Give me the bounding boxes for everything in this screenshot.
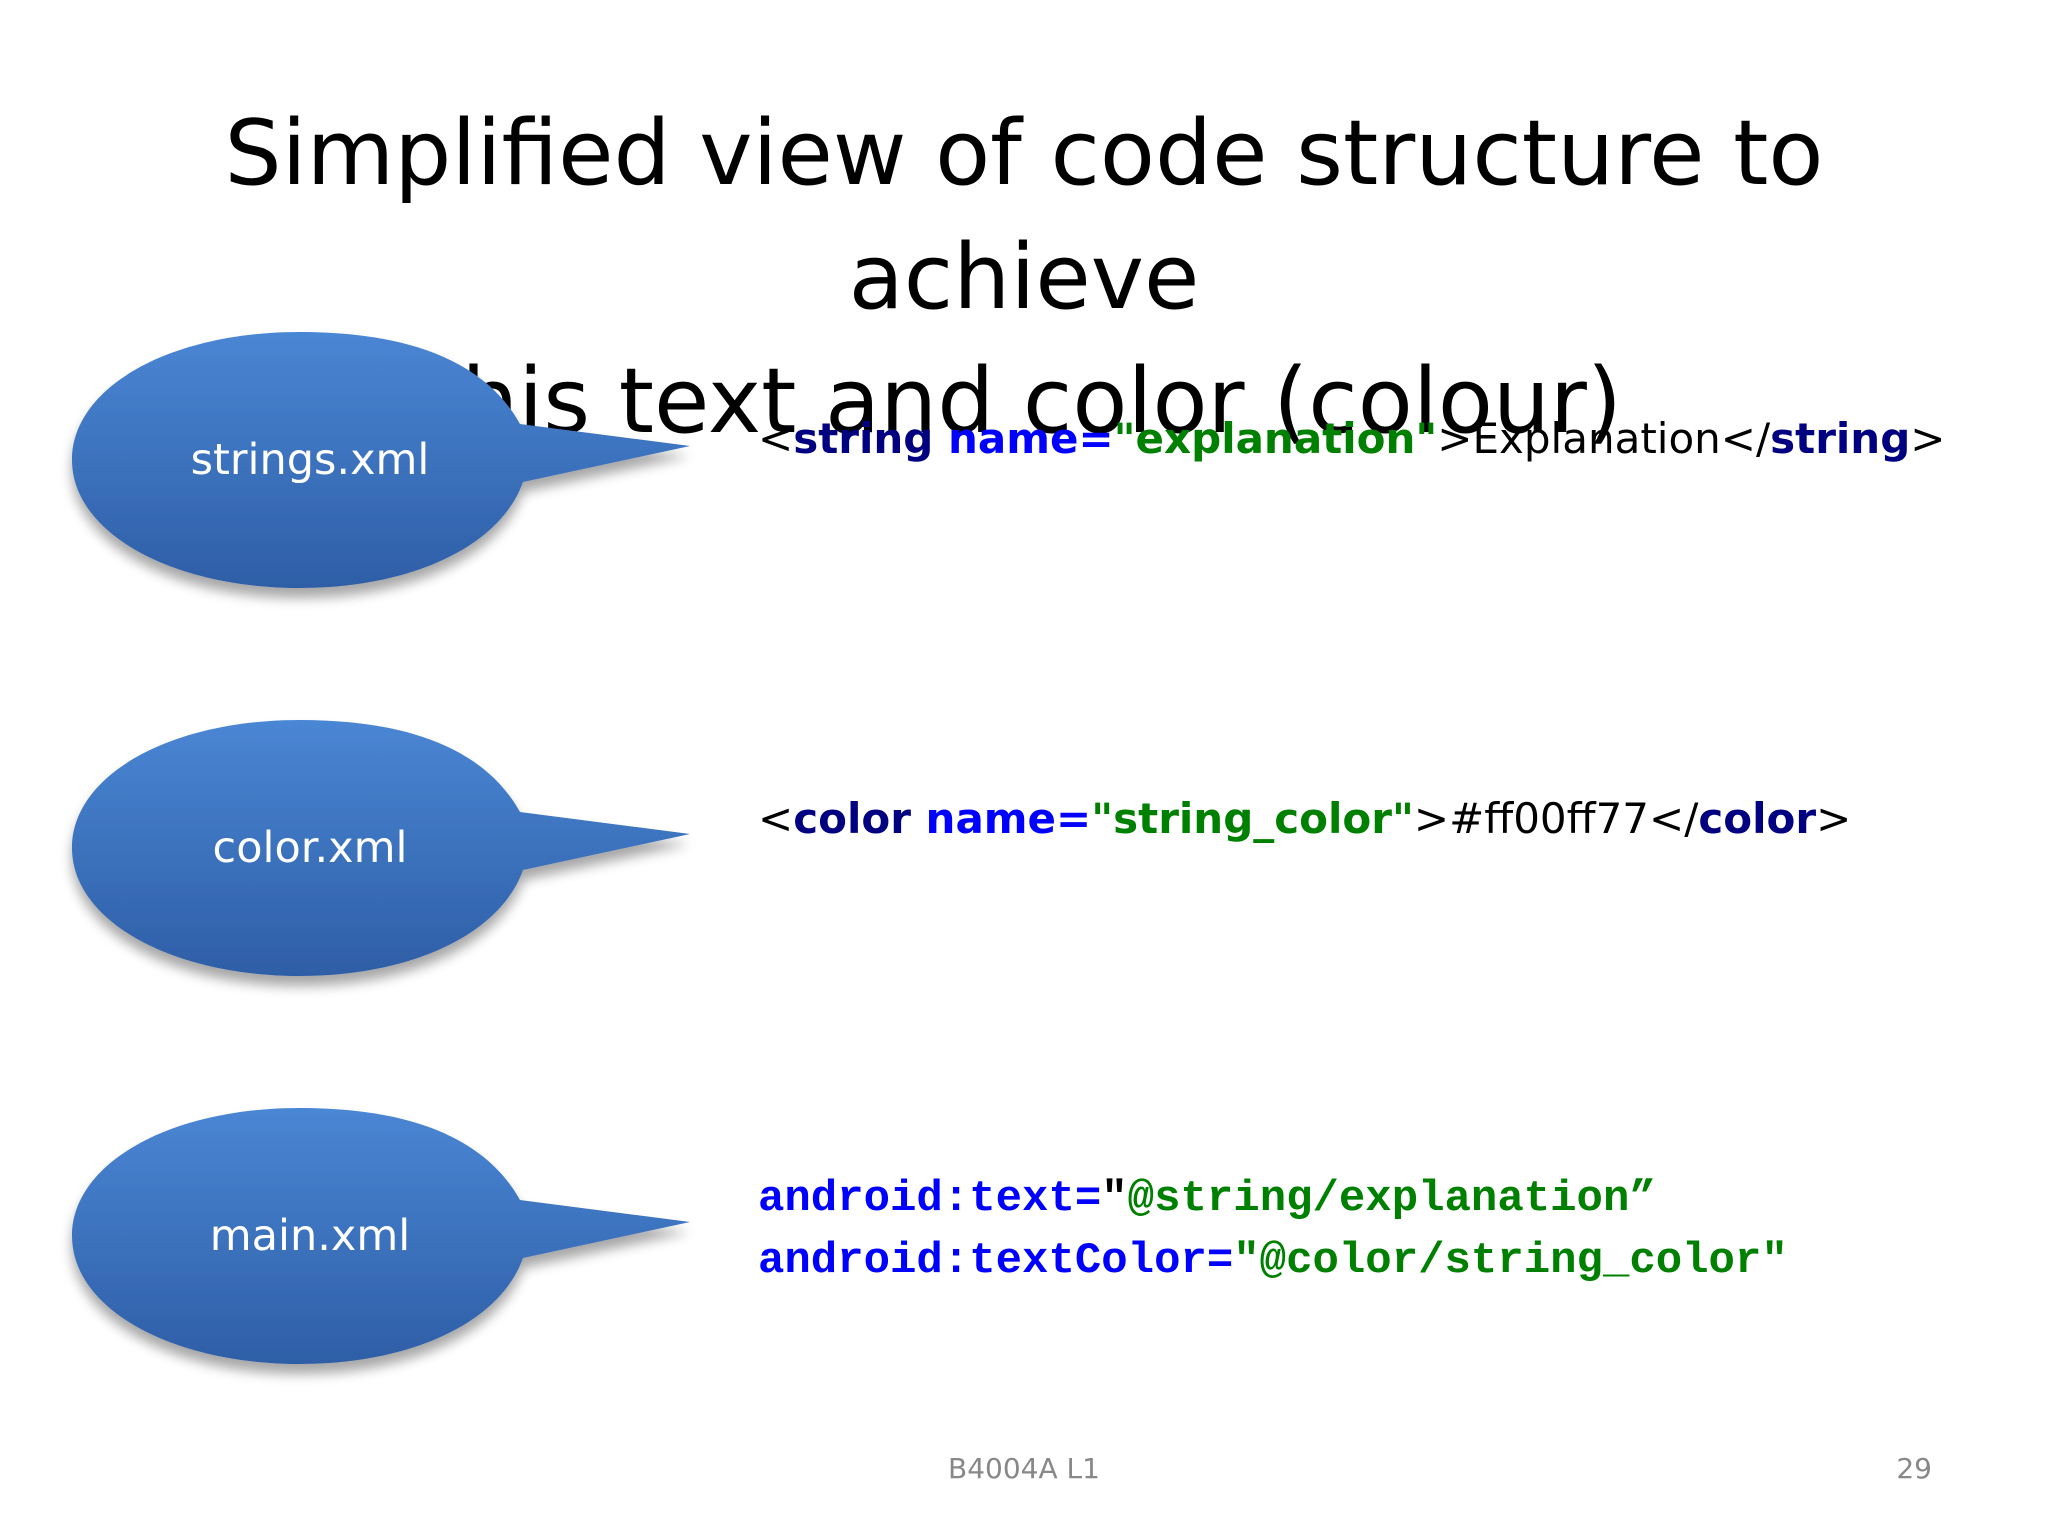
code-token-attr: name= bbox=[933, 414, 1114, 463]
code-token-tag: string bbox=[793, 414, 934, 463]
title-line-1: Simplified view of code structure to ach… bbox=[224, 101, 1824, 330]
code-token-content: #ff00ff77 bbox=[1449, 794, 1650, 843]
code-token: " bbox=[1101, 1174, 1128, 1224]
footer-page-number: 29 bbox=[1896, 1452, 1932, 1485]
callout-color-xml: color.xml bbox=[60, 720, 710, 990]
code-token-attr: android:text= bbox=[758, 1174, 1102, 1224]
code-token: > bbox=[1437, 414, 1473, 463]
code-token: > bbox=[1816, 794, 1852, 843]
code-main-line-2: android:textColor="@color/string_color" bbox=[758, 1230, 1788, 1292]
code-token: < bbox=[758, 794, 794, 843]
callout-label: strings.xml bbox=[190, 435, 430, 485]
speech-bubble-shape bbox=[72, 1108, 690, 1364]
code-token-value: @string/explanation” bbox=[1127, 1174, 1656, 1224]
speech-bubble-shape bbox=[72, 720, 690, 976]
code-token-tag: color bbox=[1698, 794, 1817, 843]
code-main-line-1: android:text="@string/explanation” bbox=[758, 1168, 1788, 1230]
callout-label: main.xml bbox=[209, 1211, 411, 1261]
code-token: > bbox=[1413, 794, 1450, 843]
code-token-attr: android:textColor= bbox=[758, 1236, 1234, 1286]
code-token-value: "string_color" bbox=[1091, 794, 1414, 843]
callout-strings-xml: strings.xml bbox=[60, 332, 710, 602]
code-token: </ bbox=[1649, 794, 1699, 843]
code-token: > bbox=[1910, 414, 1946, 463]
slide-title: Simplified view of code structure to ach… bbox=[60, 92, 1988, 464]
speech-bubble-shape bbox=[72, 332, 690, 588]
code-color-xml: <color name="string_color">#ff00ff77</co… bbox=[758, 794, 1851, 843]
callout-main-xml: main.xml bbox=[60, 1108, 710, 1378]
code-token-value: "explanation" bbox=[1113, 414, 1438, 463]
code-main-xml: android:text="@string/explanation” andro… bbox=[758, 1168, 1788, 1292]
code-token: </ bbox=[1720, 414, 1771, 463]
code-token-attr: name= bbox=[910, 794, 1092, 843]
callout-label: color.xml bbox=[212, 823, 408, 873]
footer-course-code: B4004A L1 bbox=[948, 1452, 1100, 1485]
code-token-tag: string bbox=[1770, 414, 1911, 463]
code-strings-xml: <string name="explanation">Explanation</… bbox=[758, 414, 1945, 463]
title-line-2: this text and color (colour) bbox=[425, 349, 1623, 454]
code-token-content: Explanation bbox=[1472, 414, 1721, 463]
code-token: < bbox=[758, 414, 794, 463]
code-token-tag: color bbox=[793, 794, 911, 843]
code-token-value: "@color/string_color" bbox=[1233, 1236, 1788, 1286]
